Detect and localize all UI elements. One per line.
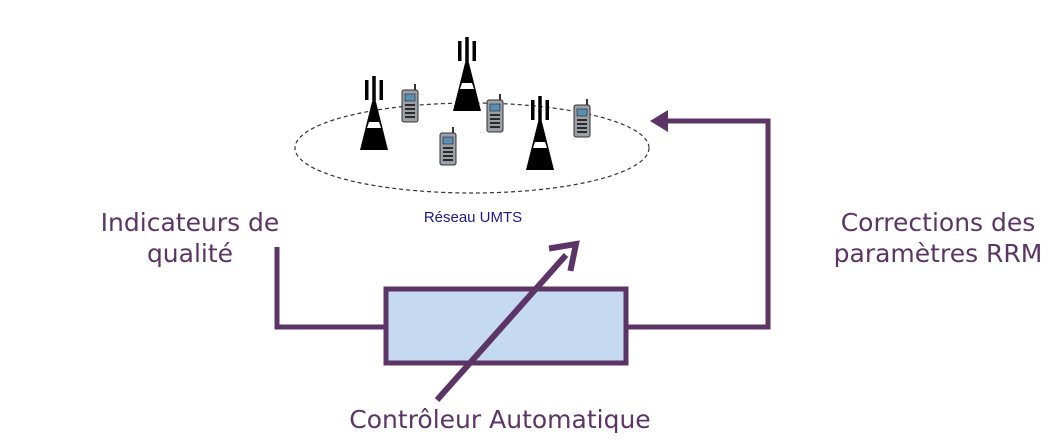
controller-arrow-line	[434, 253, 569, 402]
rrm-corrections-label: Corrections des paramètres RRM	[803, 207, 1060, 269]
mobile-phone-icon	[439, 126, 457, 166]
mobile-phone-icon	[573, 98, 591, 138]
quality-indicators-label-line1: Indicateurs de	[100, 208, 280, 237]
rrm-corrections-label-line1: Corrections des	[840, 208, 1036, 237]
mobile-phone-icon	[486, 93, 504, 133]
rrm-corrections-label-line2: paramètres RRM	[833, 239, 1043, 268]
rrm-corrections-line	[626, 118, 771, 330]
network-cloud	[294, 102, 650, 194]
antenna-tower-icon	[360, 76, 388, 150]
antenna-tower-icon	[453, 37, 481, 111]
automatic-controller-label: Contrôleur Automatique	[349, 405, 651, 434]
mobile-phone-icon	[401, 83, 419, 123]
quality-indicators-label: Indicateurs de qualité	[55, 207, 325, 269]
rrm-corrections-arrowhead	[650, 110, 668, 132]
quality-indicators-label-line2: qualité	[146, 239, 234, 268]
network-label: Réseau UMTS	[423, 209, 523, 226]
controller-arrowhead	[548, 240, 580, 272]
quality-indicators-line	[274, 247, 386, 330]
